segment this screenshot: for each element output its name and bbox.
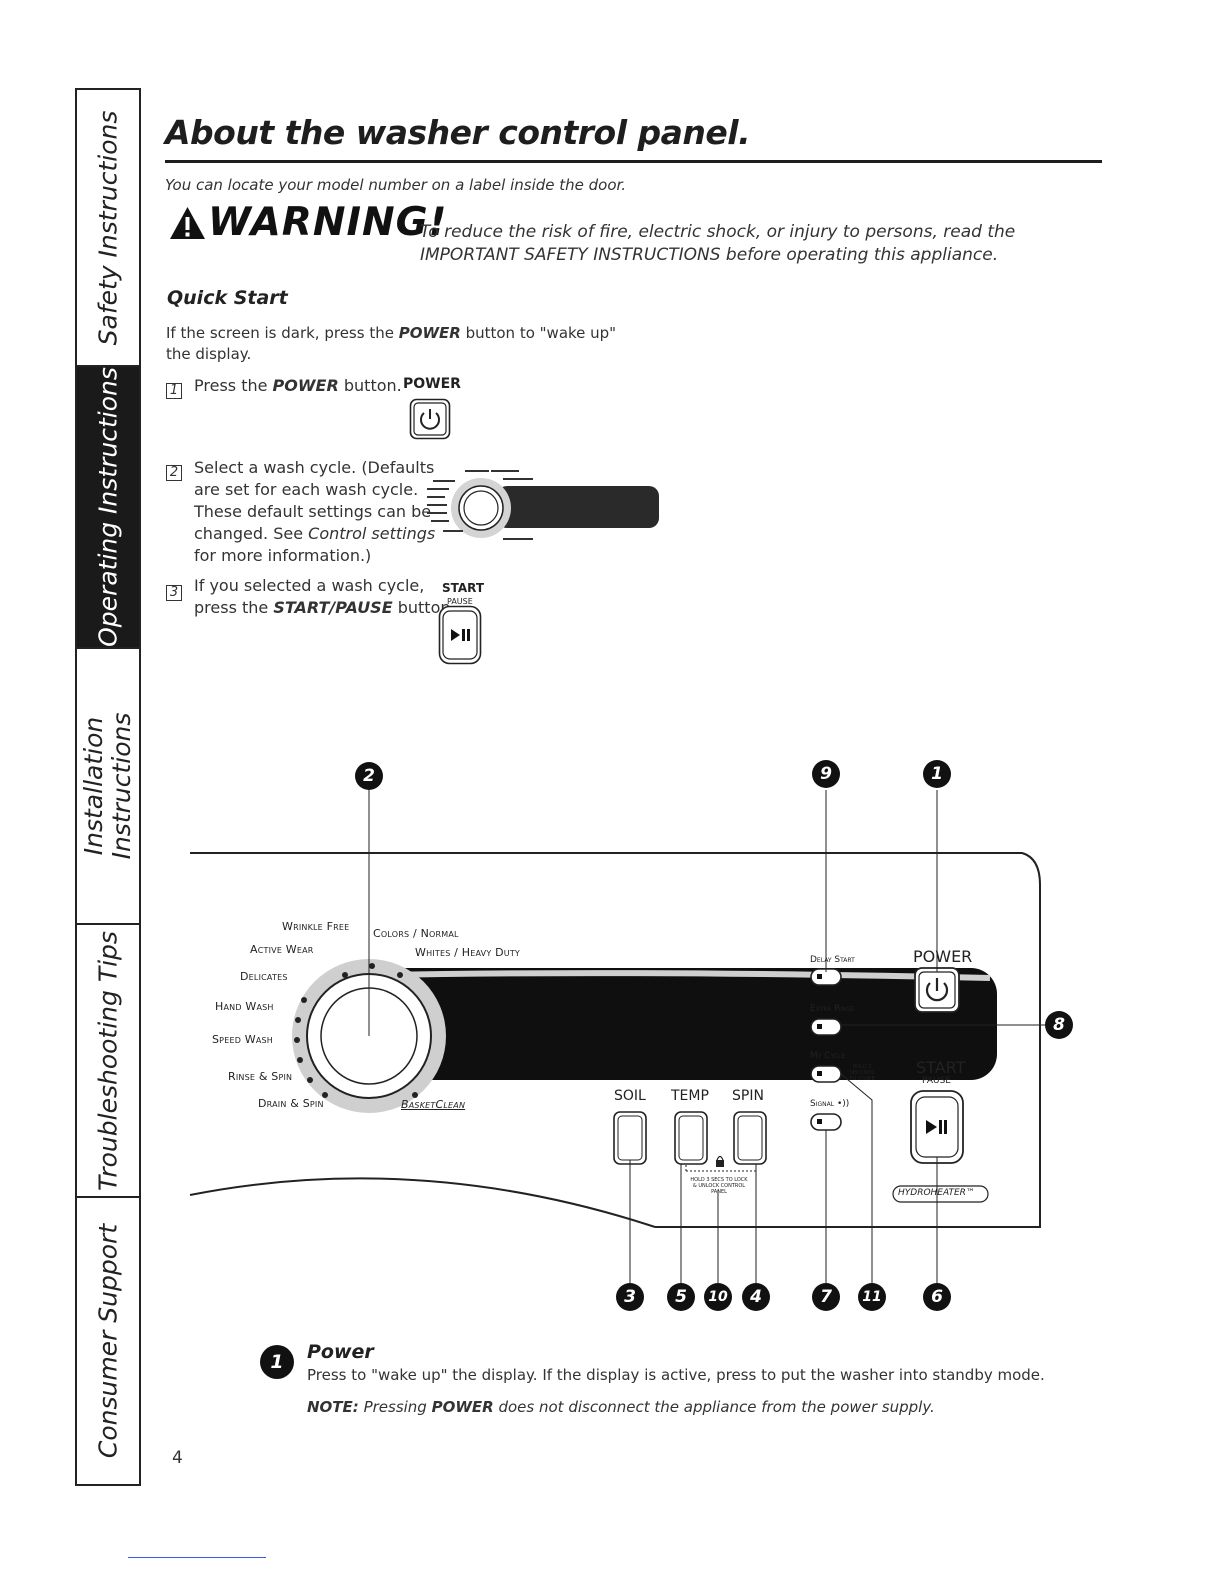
cycle-label-colors-normal: Colors / Normal <box>373 927 459 940</box>
step-number-1: 1 <box>166 383 182 399</box>
callout-delay-start: 9 <box>812 760 840 788</box>
description-badge: 1 <box>260 1345 294 1379</box>
mini-cycle-dial-illustration <box>427 470 659 540</box>
description-body: Press to "wake up" the display. If the d… <box>307 1366 1045 1384</box>
step-number-2: 2 <box>166 465 182 481</box>
quick-start-intro-line2: the display. <box>166 345 252 363</box>
tab-label: Safety Instructions <box>93 110 123 345</box>
tab-troubleshooting-tips[interactable]: Troubleshooting Tips <box>77 925 139 1198</box>
model-number-note: You can locate your model number on a la… <box>165 176 627 194</box>
description-title: Power <box>307 1341 374 1363</box>
quick-start-intro-line1: If the screen is dark, press the POWER b… <box>166 324 617 342</box>
warning-heading: WARNING! <box>208 200 448 245</box>
delay-start-label: Delay Start <box>810 955 855 965</box>
pause-button-label: PAUSE <box>447 597 473 606</box>
step-2-text: Select a wash cycle. (Defaults are set f… <box>194 458 436 565</box>
tab-label: Operating Instructions <box>93 367 123 647</box>
footer-rule <box>128 1557 266 1558</box>
signal-label: Signal •)) <box>810 1099 850 1109</box>
cycle-label-hand-wash: Hand Wash <box>215 1000 274 1013</box>
tab-safety-instructions[interactable]: Safety Instructions <box>77 90 139 367</box>
tab-label: Troubleshooting Tips <box>93 930 123 1191</box>
step-1-text: Press the POWER button. <box>194 376 402 395</box>
description-note: NOTE: Pressing POWER does not disconnect… <box>307 1398 935 1416</box>
title-rule <box>165 160 1102 163</box>
callout-dial: 2 <box>355 762 383 790</box>
cycle-label-active-wear: Active Wear <box>250 943 314 956</box>
cycle-label-wrinkle-free: Wrinkle Free <box>282 920 350 933</box>
page-number: 4 <box>172 1448 183 1468</box>
step-3-text: If you selected a wash cycle, press the … <box>194 576 456 617</box>
tab-label: Consumer Support <box>93 1223 123 1459</box>
side-tab-strip: Safety Instructions Operating Instructio… <box>75 88 141 1486</box>
page-title: About the washer control panel. <box>165 113 751 152</box>
callout-spin: 4 <box>742 1283 770 1311</box>
cycle-label-drain-spin: Drain & Spin <box>258 1097 324 1110</box>
callout-soil: 3 <box>616 1283 644 1311</box>
callout-extra-rinse: 8 <box>1045 1011 1073 1039</box>
extra-rinse-label: Extra Rinse <box>810 1004 855 1014</box>
start-button-label: START <box>442 581 485 595</box>
cycle-label-rinse-spin: Rinse & Spin <box>228 1070 293 1083</box>
cycle-label-delicates: Delicates <box>240 970 288 983</box>
my-cycle-label: My Cycle <box>810 1051 846 1061</box>
callout-my-cycle: 11 <box>858 1283 886 1311</box>
warning-text-line1: To reduce the risk of fire, electric sho… <box>420 222 1016 242</box>
tab-consumer-support[interactable]: Consumer Support <box>77 1198 139 1484</box>
callout-start: 6 <box>923 1283 951 1311</box>
hold-to-store-note: HOLD 3 SECONDS TO STORE <box>849 1064 875 1082</box>
callout-lock: 10 <box>704 1283 732 1311</box>
cycle-label-speed-wash: Speed Wash <box>212 1033 274 1046</box>
hydroheater-label: HYDROHEATER™ <box>898 1188 975 1198</box>
pause-panel-label: PAUSE <box>922 1076 951 1086</box>
temp-label: TEMP <box>671 1088 709 1104</box>
power-panel-label: POWER <box>913 947 973 966</box>
quick-start-heading: Quick Start <box>167 287 288 309</box>
spin-label: SPIN <box>732 1088 764 1104</box>
tab-installation-instructions[interactable]: Installation Instructions <box>77 649 139 925</box>
callout-power: 1 <box>923 760 951 788</box>
callout-signal: 7 <box>812 1283 840 1311</box>
tab-label: Installation Instructions <box>79 712 136 860</box>
lock-instructions: HOLD 3 SECS TO LOCK & UNLOCK CONTROL PAN… <box>690 1177 748 1195</box>
cycle-label-whites-heavy-duty: Whites / Heavy Duty <box>415 946 521 959</box>
power-icon <box>409 398 451 440</box>
step-number-3: 3 <box>166 585 182 601</box>
warning-text-line2: IMPORTANT SAFETY INSTRUCTIONS before ope… <box>420 245 999 265</box>
start-panel-label: START <box>916 1058 966 1077</box>
warning-triangle-icon <box>170 207 205 239</box>
cycle-label-basketclean: BasketClean <box>401 1098 466 1111</box>
soil-label: SOIL <box>614 1088 646 1104</box>
callout-temp: 5 <box>667 1283 695 1311</box>
start-pause-icon <box>438 605 482 665</box>
sound-icon: •)) <box>836 1099 850 1109</box>
power-button-label: POWER <box>403 376 461 392</box>
tab-operating-instructions[interactable]: Operating Instructions <box>77 367 139 649</box>
